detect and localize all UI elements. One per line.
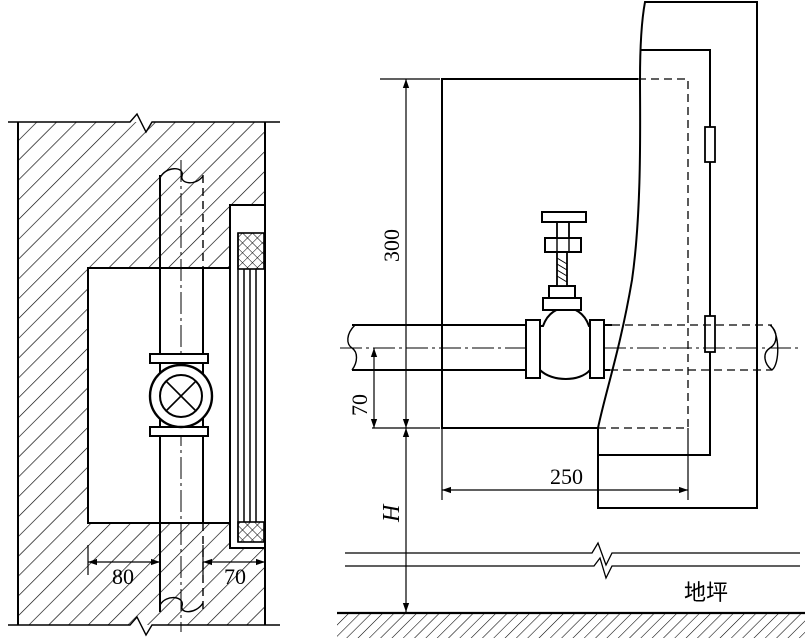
dim-70-vertical: 70: [347, 394, 372, 416]
box-front: [441, 78, 638, 429]
wall-outline: [597, 1, 758, 509]
valve-flange-bottom: [149, 426, 209, 437]
dim-left-80: 80: [112, 564, 134, 589]
valve-flange-top: [149, 353, 209, 364]
dim-300: 300: [379, 229, 404, 262]
break-line-top: [8, 112, 280, 134]
floor-label: 地坪: [684, 581, 728, 606]
left-section-view: [8, 112, 280, 637]
hinge-top: [704, 126, 716, 163]
dim-H: H: [379, 503, 405, 523]
dim-left-70: 70: [224, 564, 246, 589]
valve-flange-left: [525, 319, 541, 379]
handwheel: [541, 211, 587, 223]
valve-body: [539, 306, 591, 380]
valve-flange-right: [589, 319, 605, 379]
dim-250: 250: [550, 464, 583, 489]
ground-hatched: [337, 613, 805, 638]
floor-line-lower: [345, 556, 800, 580]
box-hidden: [598, 78, 689, 429]
cabinet-frame: [598, 49, 711, 456]
door-seal-top: [237, 232, 265, 270]
door-seal-bottom: [237, 521, 265, 543]
floor-line-upper: [345, 541, 800, 567]
break-line-bottom: [8, 615, 280, 637]
right-elevation-view: [337, 1, 805, 638]
hinge-bottom: [704, 315, 716, 353]
